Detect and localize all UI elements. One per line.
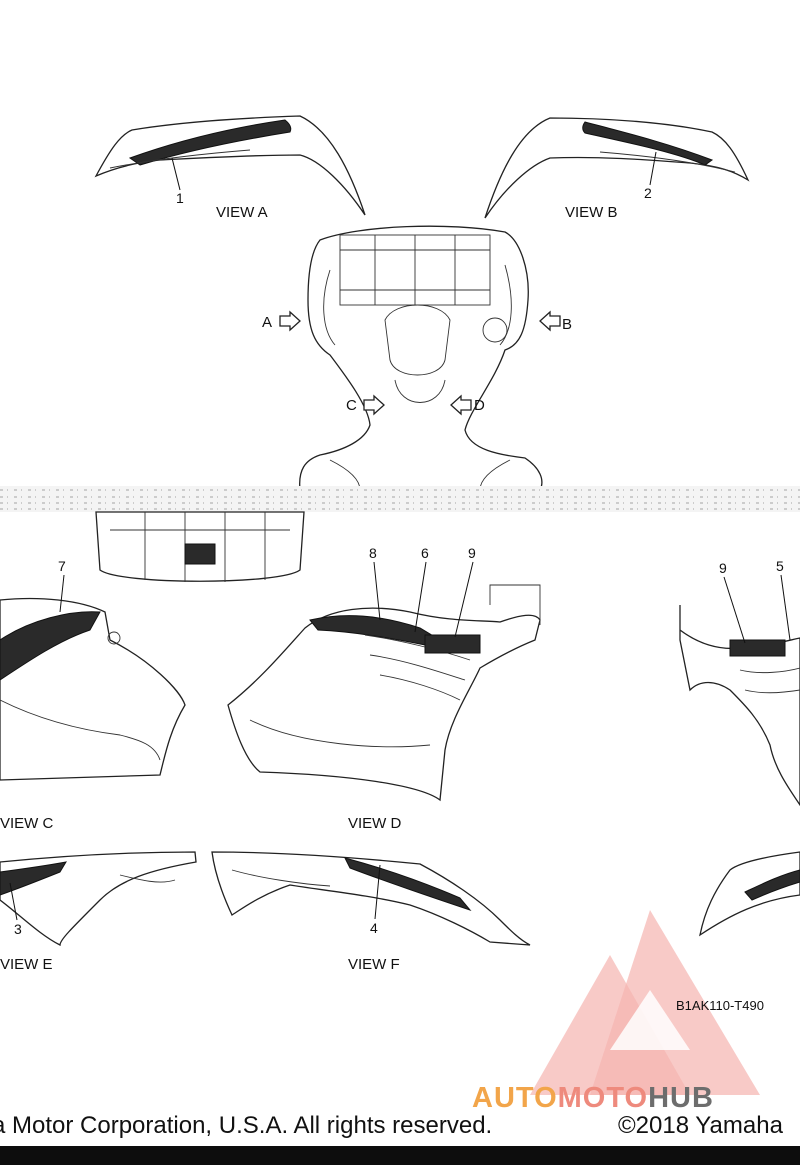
watermark-moto: MOTO [557,1082,649,1114]
callout-2: 2 [644,185,652,201]
arrow-a-label: A [262,314,272,331]
arrow-c [363,394,385,416]
leader-1 [171,157,181,191]
view-c-label: VIEW C [0,815,54,832]
watermark-brand: AUTOMOTOHUB [472,1082,714,1115]
callout-3: 3 [14,921,22,937]
callout-8: 8 [369,545,377,561]
scan-noise [0,489,800,510]
leader-8 [373,561,381,621]
leader-3 [9,882,18,921]
bottom-bar [0,1146,800,1165]
arrow-b-label: B [562,316,572,333]
callout-6: 6 [421,545,429,561]
view-a-fender [94,115,366,216]
rear-rack [95,511,305,582]
arrow-d [450,394,472,416]
view-b-fender [484,117,750,219]
callout-9-view-d: 9 [468,545,476,561]
view-b-label: VIEW B [565,204,618,221]
leader-9-view-d [454,561,474,638]
callout-5: 5 [776,558,784,574]
callout-4: 4 [370,920,378,936]
leader-2 [649,151,657,186]
leader-7 [59,574,65,613]
callout-9-right: 9 [719,560,727,576]
view-d-label: VIEW D [348,815,402,832]
leader-9-right [723,576,746,644]
arrow-d-label: D [474,397,485,414]
arrow-b [539,310,561,332]
copyright-left: a Motor Corporation, U.S.A. All rights r… [0,1112,493,1139]
right-panel [679,605,800,807]
atv-rear-view [299,225,543,491]
arrow-a [279,310,301,332]
watermark-logo [530,910,760,1095]
view-a-label: VIEW A [216,204,268,221]
watermark-auto: AUTO [472,1082,558,1114]
view-c-panel [0,597,186,781]
leader-5 [780,574,791,641]
view-e-label: VIEW E [0,956,53,973]
part-number: B1AK110-T490 [676,998,764,1013]
callout-7: 7 [58,558,66,574]
leader-4 [374,864,381,920]
leader-6 [414,561,427,633]
view-e-panel [0,851,197,947]
right-bottom-panel [699,851,800,937]
copyright-right: ©2018 Yamaha [618,1112,783,1139]
arrow-c-label: C [346,397,357,414]
view-d-panel [227,584,541,802]
callout-1: 1 [176,190,184,206]
footer: a Motor Corporation, U.S.A. All rights r… [0,1108,800,1148]
watermark-hub: HUB [648,1082,714,1114]
view-f-label: VIEW F [348,956,400,973]
view-f-panel [211,851,531,946]
